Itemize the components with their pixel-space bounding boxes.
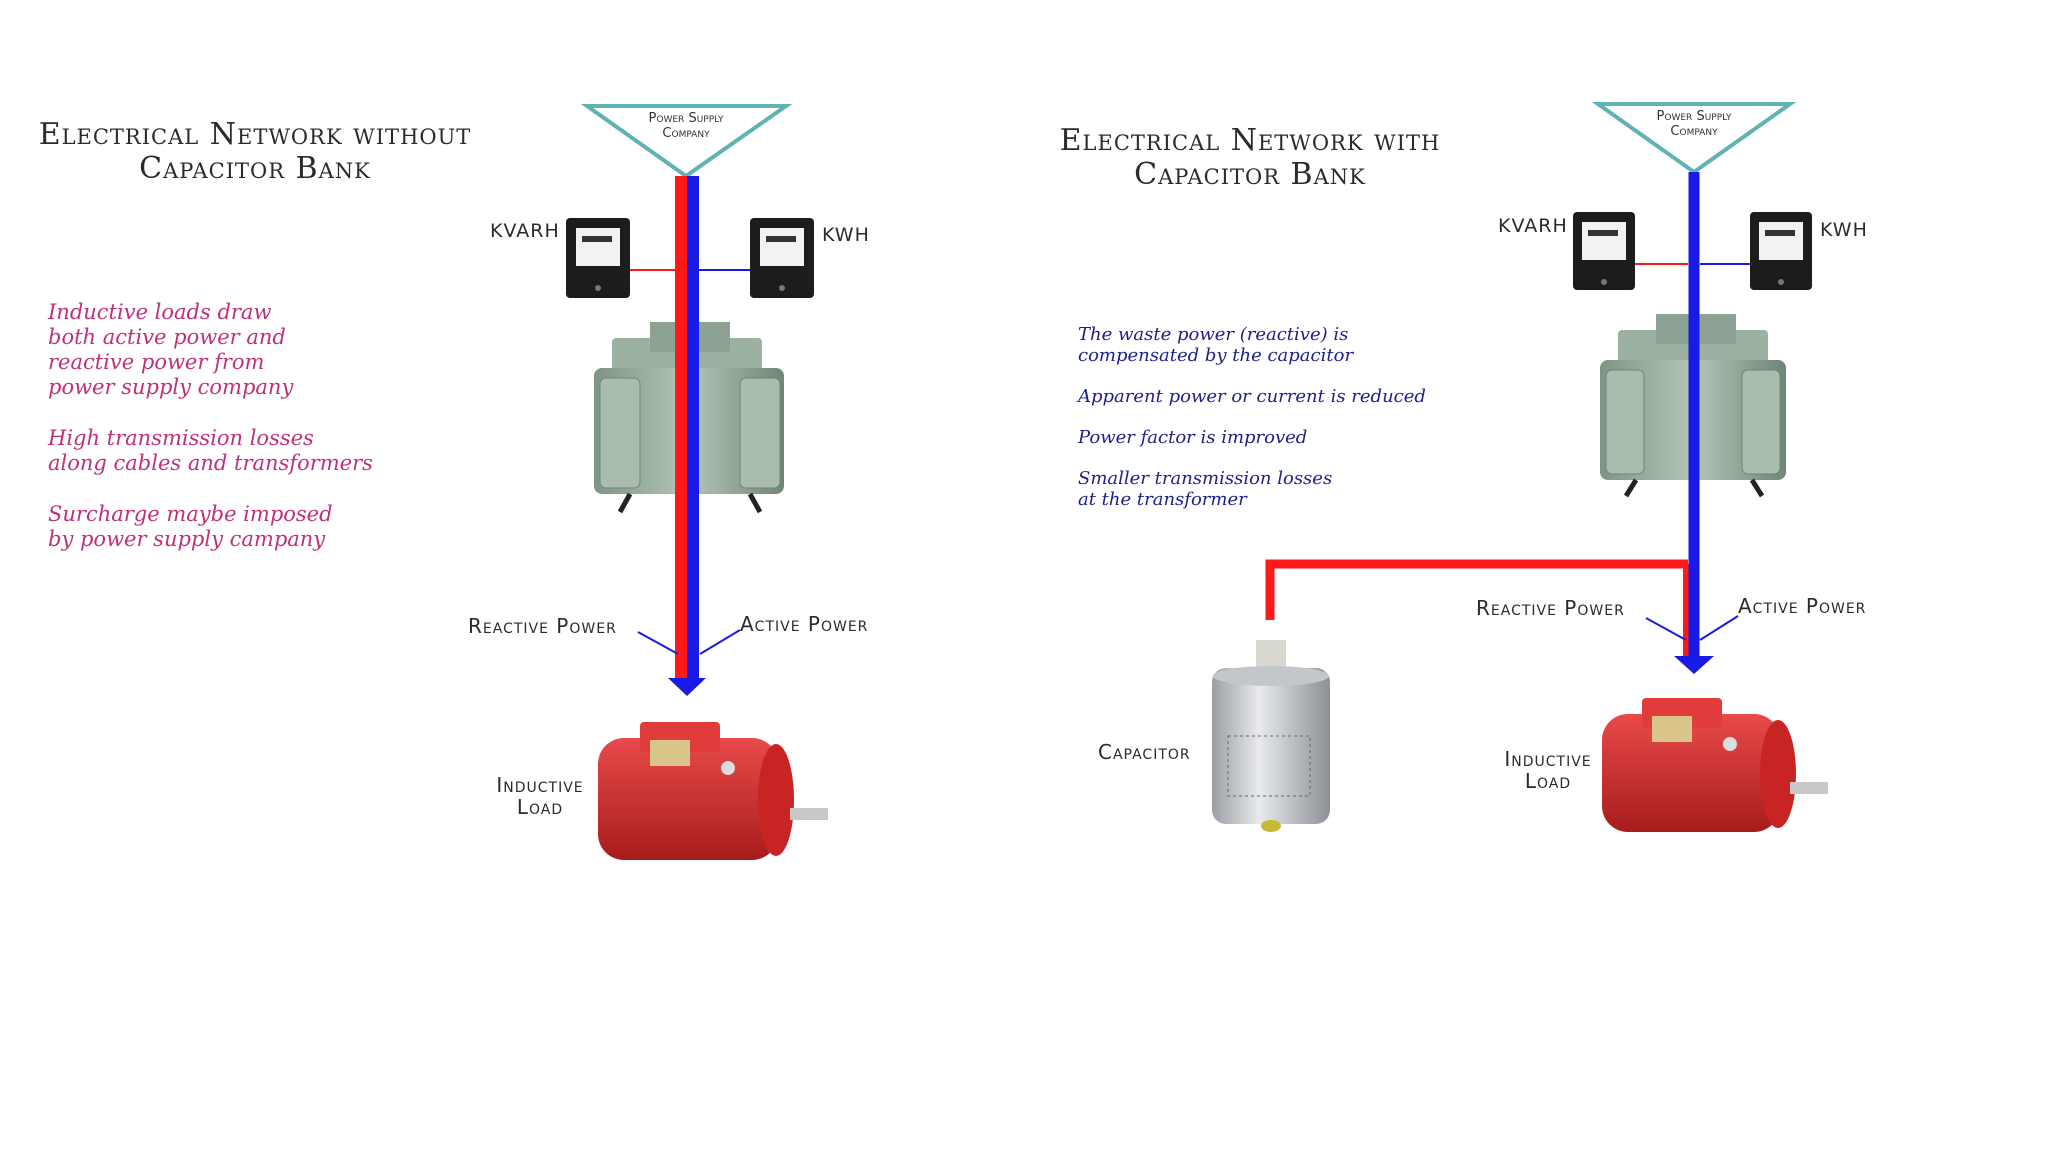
right-kwh-meter <box>1750 212 1812 290</box>
right-kvarh-label: KVARH <box>1498 215 1568 237</box>
right-note: Power factor is improved <box>1078 427 1308 448</box>
left-kvarh-label: KVARH <box>490 220 560 242</box>
left-supply-label: Power Supply Company <box>606 111 766 141</box>
right-note: Apparent power or current is reduced <box>1078 386 1426 407</box>
left-title: Electrical Network without Capacitor Ban… <box>10 118 500 186</box>
left-load-label-line1: Inductive <box>496 773 584 797</box>
right-active-pointer <box>1699 615 1739 641</box>
left-kwh-label: KWH <box>822 224 870 246</box>
right-supply-label-line1: Power Supply <box>1656 109 1732 124</box>
left-title-line1: Electrical Network without <box>38 117 472 152</box>
left-kvarh-meter <box>566 218 630 298</box>
right-note: The waste power (reactive) is compensate… <box>1078 324 1354 366</box>
left-load-label-line2: Load <box>516 795 564 819</box>
right-notes: The waste power (reactive) is compensate… <box>1078 324 1498 536</box>
right-active-label: Active Power <box>1738 594 1867 618</box>
left-motor <box>598 722 828 860</box>
right-capacitor-branch <box>1265 559 1688 620</box>
right-motor <box>1602 698 1828 832</box>
right-load-label: Inductive Load <box>1488 748 1608 792</box>
left-supply-label-line1: Power Supply <box>648 111 724 126</box>
right-load-label-line1: Inductive <box>1504 747 1592 771</box>
right-arrow-head <box>1674 656 1714 674</box>
right-supply-triangle <box>1591 102 1797 175</box>
left-note: High transmission losses along cables an… <box>48 426 373 475</box>
left-title-line2: Capacitor Bank <box>139 151 371 186</box>
left-reactive-pointer <box>637 631 679 655</box>
right-kvarh-meter <box>1573 212 1635 290</box>
capacitor-can <box>1212 640 1330 832</box>
right-title-line1: Electrical Network with <box>1059 123 1441 158</box>
right-load-label-line2: Load <box>1524 769 1572 793</box>
left-note: Inductive loads draw both active power a… <box>48 300 294 399</box>
right-title: Electrical Network with Capacitor Bank <box>1030 124 1470 192</box>
left-arrow-head <box>668 678 706 696</box>
right-title-line2: Capacitor Bank <box>1134 157 1366 192</box>
right-kwh-label: KWH <box>1820 219 1868 241</box>
left-notes: Inductive loads draw both active power a… <box>48 300 428 578</box>
left-kwh-meter <box>750 218 814 298</box>
left-active-label: Active Power <box>740 612 869 636</box>
left-reactive-label: Reactive Power <box>468 614 617 638</box>
left-note: Surcharge maybe imposed by power supply … <box>48 502 333 551</box>
right-reactive-pointer <box>1645 617 1687 641</box>
left-supply-triangle <box>580 104 793 179</box>
capacitor-label: Capacitor <box>1098 740 1191 764</box>
right-note: Smaller transmission losses at the trans… <box>1078 468 1333 510</box>
right-supply-label: Power Supply Company <box>1614 109 1774 139</box>
left-load-label: Inductive Load <box>480 774 600 818</box>
right-reactive-label: Reactive Power <box>1476 596 1625 620</box>
right-supply-label-line2: Company <box>1670 124 1718 139</box>
left-supply-label-line2: Company <box>662 126 710 141</box>
left-active-pointer <box>699 629 741 655</box>
